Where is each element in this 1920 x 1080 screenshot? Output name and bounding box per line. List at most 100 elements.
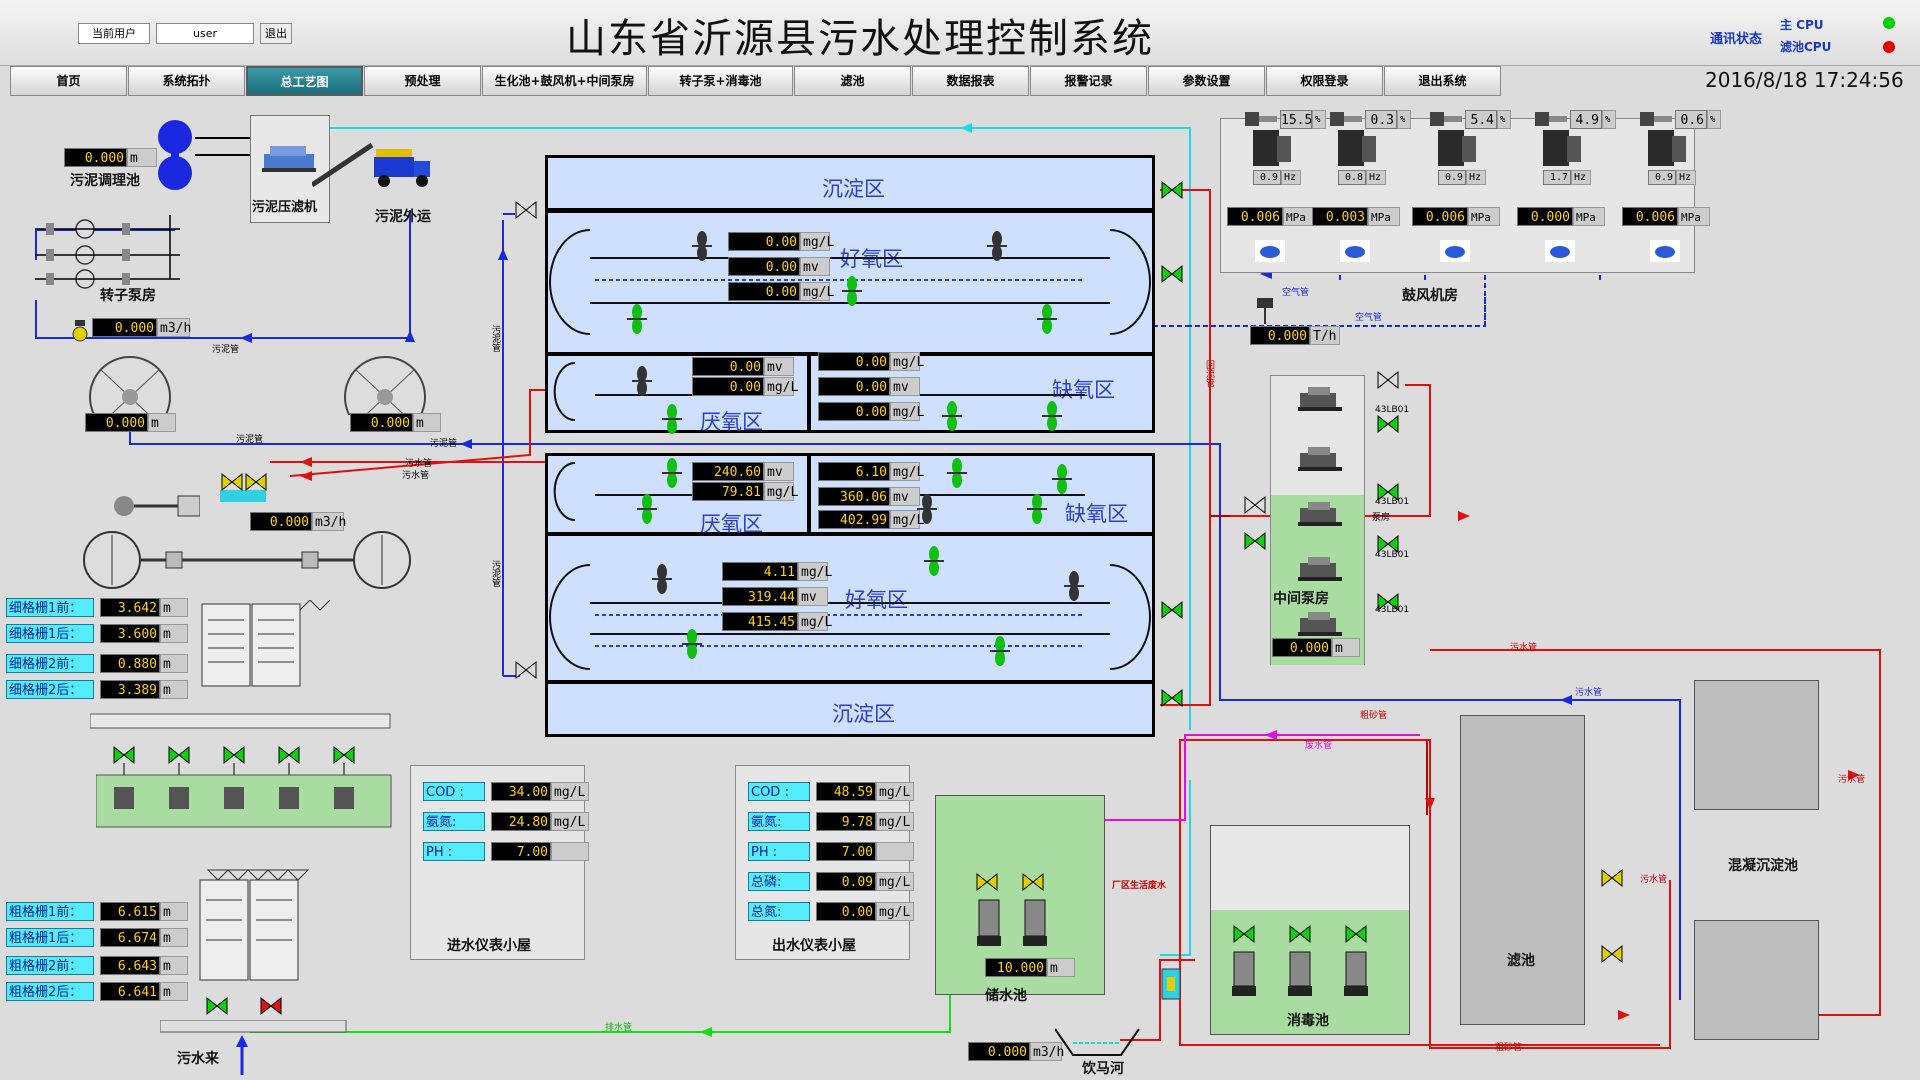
mid-pump-3-icon[interactable]: [1298, 555, 1348, 583]
outlet_hut-tag-0: COD :: [748, 782, 810, 801]
filter-valves-icon[interactable]: [1600, 868, 1630, 968]
mixer-icon-9[interactable]: [662, 458, 682, 488]
inlet-valves-icon[interactable]: [205, 994, 285, 1020]
nav-rotor-pump[interactable]: 转子泵+消毒池: [648, 66, 793, 96]
mixer-icon-11[interactable]: [1052, 464, 1072, 494]
nav-pretreatment[interactable]: 预处理: [364, 66, 481, 96]
valve-yellow-pair-icon[interactable]: [218, 470, 268, 504]
mid-pump-valve-0[interactable]: [1376, 368, 1402, 390]
valve-row-icon[interactable]: [96, 735, 396, 865]
mixer-icon-1[interactable]: [987, 231, 1007, 261]
nav-params[interactable]: 参数设置: [1148, 66, 1265, 96]
disinfect-pumps-icon[interactable]: [1232, 922, 1392, 1002]
bio2-sed-zone: [545, 681, 1155, 737]
mixer-icon-18[interactable]: [682, 629, 702, 659]
mid-pump-valve-4[interactable]: [1376, 590, 1402, 612]
coarse-screen-icon[interactable]: [198, 860, 328, 990]
mixer-icon-10[interactable]: [947, 458, 967, 488]
inlet_hut-tag-0: COD :: [423, 782, 485, 801]
fine-screen-icon[interactable]: [200, 600, 330, 690]
thickener-2-icon[interactable]: [343, 355, 428, 415]
blower-2-pct: 5.4%: [1465, 110, 1511, 129]
mid-pump-valve-2[interactable]: [1376, 480, 1402, 502]
nav-filter[interactable]: 滤池: [794, 66, 911, 96]
mixer-icon-15[interactable]: [652, 564, 672, 594]
mixer-icon-8[interactable]: [1042, 401, 1062, 431]
mid-pump-valve-1[interactable]: [1376, 412, 1402, 434]
blower-4-icon[interactable]: [1640, 108, 1700, 170]
coarse-screen-tag-3: 粗格栅2后：: [6, 982, 94, 1001]
pipe-blue-long: [129, 410, 1681, 1000]
nav-bio-tank[interactable]: 生化池+鼓风机+中间泵房: [482, 66, 647, 96]
mixer-icon-14[interactable]: [1027, 494, 1047, 524]
nav-login[interactable]: 权限登录: [1266, 66, 1383, 96]
pool-cpu-status-icon: [1883, 41, 1895, 53]
grit-blower-icon[interactable]: [110, 492, 200, 522]
bio-outlet-valves-icon[interactable]: [1160, 180, 1190, 710]
filter-tank: [1460, 715, 1585, 1025]
mixer-icon-17[interactable]: [924, 546, 944, 576]
mid-pump-inlet-valves[interactable]: [1243, 495, 1271, 555]
bio1-sed-zone: [545, 155, 1155, 211]
mid-pump-id-0: 43LB01: [1375, 405, 1410, 415]
coag-label: 混凝沉淀池: [1728, 858, 1798, 874]
mixer-icon-12[interactable]: [637, 494, 657, 524]
nav-exit[interactable]: 退出系统: [1384, 66, 1501, 96]
mixer-icon-6[interactable]: [662, 404, 682, 434]
logout-button[interactable]: 退出: [260, 23, 292, 44]
mixer-icon-13[interactable]: [917, 494, 937, 524]
blower-0-icon[interactable]: [1245, 108, 1305, 170]
uv-meter-icon[interactable]: [1160, 965, 1182, 1005]
mixer-icon-7[interactable]: [942, 401, 962, 431]
outlet_hut-tag-2: PH :: [748, 842, 810, 861]
blower-3-fan-icon: [1545, 240, 1575, 262]
nav-topology[interactable]: 系统拓扑: [128, 66, 245, 96]
blower-3-icon[interactable]: [1535, 108, 1595, 170]
blower-3-pct: 4.9%: [1570, 110, 1616, 129]
mid-pump-valve-3[interactable]: [1376, 532, 1402, 554]
mixer-icon-4[interactable]: [1037, 304, 1057, 334]
sludge-valves-icon[interactable]: [514, 200, 538, 680]
nav-alarm[interactable]: 报警记录: [1030, 66, 1147, 96]
mixer-icon-0[interactable]: [692, 231, 712, 261]
mixer-icon-19[interactable]: [990, 636, 1010, 666]
nav-report[interactable]: 数据报表: [912, 66, 1029, 96]
mixer-icon-2[interactable]: [842, 276, 862, 306]
mid-pump-4-icon[interactable]: [1298, 610, 1348, 638]
thickener-1-icon[interactable]: [88, 355, 173, 415]
mid-pump-0-icon[interactable]: [1298, 385, 1348, 413]
bio2-sed-label: 沉淀区: [832, 702, 895, 726]
bio1-sed-label: 沉淀区: [822, 177, 885, 201]
sludge-press-label: 污泥压滤机: [252, 200, 318, 215]
blower-1-icon[interactable]: [1330, 108, 1390, 170]
mixer-icon-3[interactable]: [627, 304, 647, 334]
blower-4-pct: 0.6%: [1675, 110, 1721, 129]
nav-overview[interactable]: 总工艺图: [246, 66, 363, 96]
rotor-pump-group-icon[interactable]: [30, 205, 180, 295]
blower-2-icon[interactable]: [1430, 108, 1490, 170]
mid-pump-2-icon[interactable]: [1298, 500, 1348, 528]
storage-pumps-icon[interactable]: [975, 870, 1065, 950]
mid-pump-1-icon[interactable]: [1298, 445, 1348, 473]
mixer-icon-5[interactable]: [632, 366, 652, 396]
mixer-icon-16[interactable]: [1064, 571, 1084, 601]
nav-home[interactable]: 首页: [10, 66, 127, 96]
sludge-tank-icon[interactable]: [155, 119, 195, 194]
sludge-press-icon[interactable]: [260, 140, 320, 175]
filter-label: 滤池: [1507, 953, 1535, 969]
grit-chamber-icon[interactable]: [82, 530, 412, 590]
